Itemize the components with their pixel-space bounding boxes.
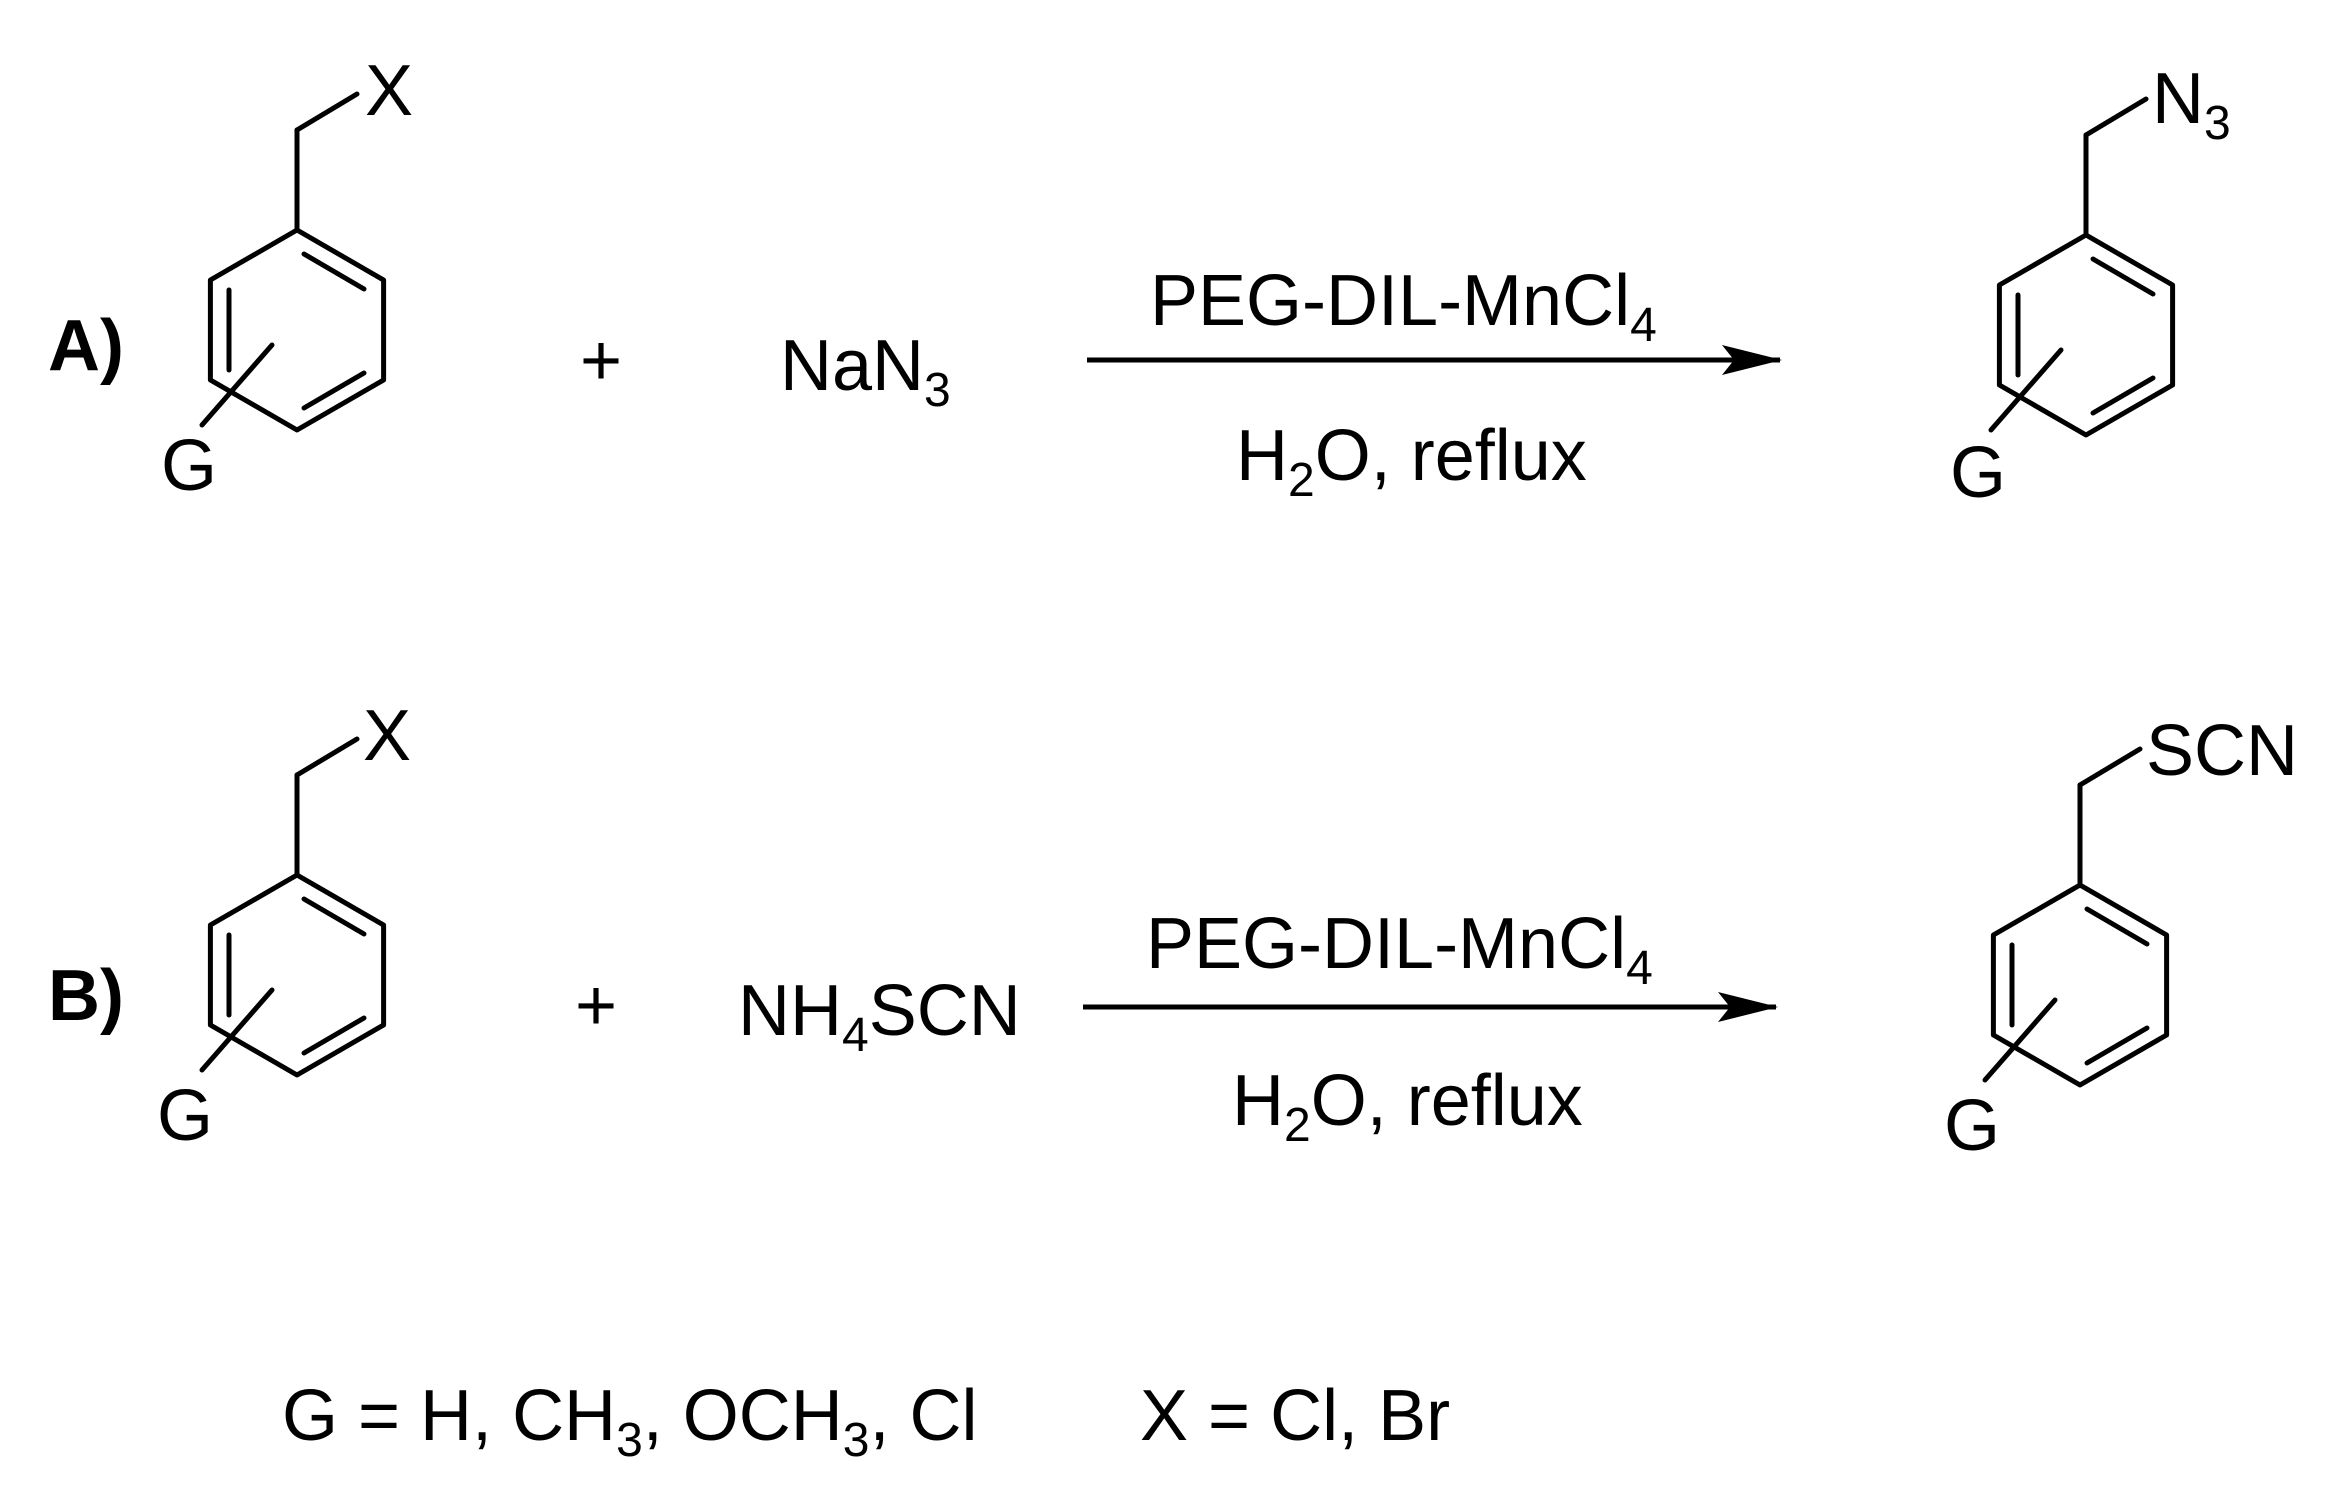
- footnote-x-definition: X = Cl, Br: [1140, 1376, 1450, 1456]
- reaction-a-product-group: N3: [2152, 59, 2231, 150]
- reaction-b-plus: +: [575, 966, 617, 1046]
- reaction-a-conditions: H2O, reflux: [1236, 416, 1587, 507]
- reaction-a-label: A): [48, 306, 124, 386]
- reaction-b-reactant: X G: [157, 696, 411, 1156]
- reaction-b-conditions: H2O, reflux: [1232, 1061, 1583, 1152]
- footnote-g-definition: G = H, CH3, OCH3, Cl: [282, 1376, 977, 1467]
- reaction-b-label: B): [48, 956, 124, 1036]
- reaction-b-reactant-substituent: G: [157, 1076, 213, 1156]
- reaction-b-reagent: NH4SCN: [738, 971, 1021, 1062]
- reaction-b: B) X G + NH4SCN PEG-DIL-MnCl4 H2O, reflu…: [48, 696, 2298, 1166]
- reaction-b-leaving-group: X: [363, 696, 411, 776]
- reaction-b-product: SCN G: [1944, 711, 2298, 1166]
- reaction-a-catalyst: PEG-DIL-MnCl4: [1150, 261, 1657, 352]
- reaction-a-product-substituent: G: [1950, 433, 2006, 513]
- reaction-a-reactant-substituent: G: [161, 426, 217, 506]
- reaction-a-leaving-group: X: [365, 51, 413, 131]
- reaction-a-product: N3 G: [1950, 59, 2231, 513]
- reaction-a: A) X G + NaN3 PEG-DIL-MnCl4 H2O, reflux …: [48, 51, 2231, 513]
- reaction-a-reactant: X G: [161, 51, 413, 506]
- reaction-b-product-group: SCN: [2146, 711, 2298, 791]
- reaction-b-product-substituent: G: [1944, 1086, 2000, 1166]
- footnote: G = H, CH3, OCH3, Cl X = Cl, Br: [282, 1376, 1450, 1467]
- reaction-a-plus: +: [580, 321, 622, 401]
- reaction-a-reagent: NaN3: [780, 326, 951, 417]
- reaction-b-catalyst: PEG-DIL-MnCl4: [1146, 904, 1653, 995]
